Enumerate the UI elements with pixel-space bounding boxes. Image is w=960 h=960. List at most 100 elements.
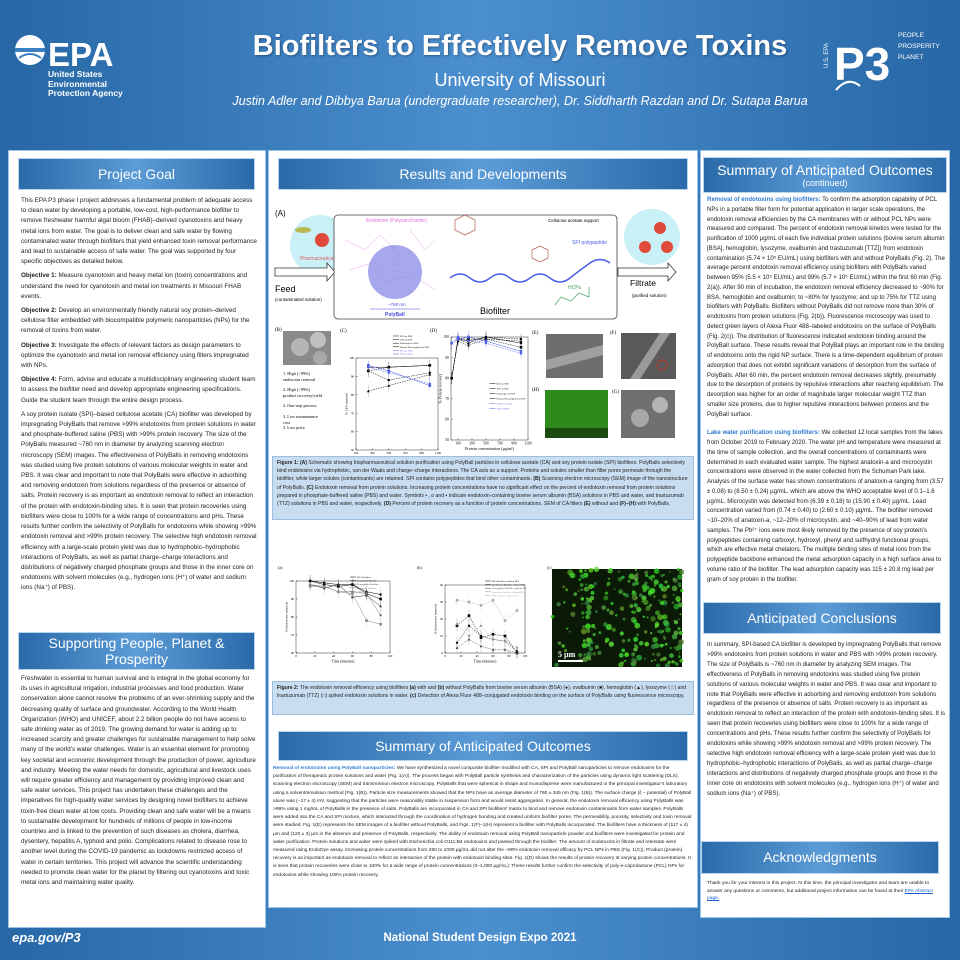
fluorescence-speckle	[676, 567, 680, 571]
fluorescence-speckle	[645, 585, 650, 590]
data-point	[519, 337, 523, 341]
fluorescence-speckle	[619, 631, 624, 636]
fluorescence-speckle	[573, 592, 578, 597]
panel-label-b-small: (b)	[417, 565, 422, 570]
fluorescence-speckle	[581, 611, 585, 615]
fluorescence-speckle	[572, 603, 576, 607]
fluorescence-speckle	[619, 606, 625, 611]
supporting-text: Freshwater is essential to human surviva…	[21, 674, 257, 892]
fluorescence-speckle	[660, 573, 664, 578]
data-point	[367, 366, 370, 369]
fluorescence-speckle	[677, 618, 680, 621]
molecule-icon	[454, 214, 549, 263]
plot-frame	[355, 357, 439, 451]
fluorescence-speckle	[653, 658, 657, 662]
epa-abstract-link[interactable]: EPA Abstract page.	[707, 888, 933, 902]
data-point	[379, 597, 382, 601]
fluorescence-speckle	[550, 614, 555, 619]
legend-label: BSA in PBS	[400, 335, 413, 338]
fluorescence-speckle	[606, 608, 610, 612]
fluorescence-speckle	[585, 583, 588, 586]
data-point	[515, 609, 519, 612]
caption-segment: The endotoxin removal efficiency using b…	[298, 685, 410, 691]
fluorescence-speckle	[563, 601, 566, 604]
fluorescence-speckle	[631, 657, 636, 663]
fluorescence-speckle	[661, 586, 668, 592]
fluorescence-speckle	[635, 596, 638, 599]
x-tick-label: 100	[354, 451, 359, 455]
p3-side-text: U.S. EPA	[824, 43, 830, 68]
fluorescence-speckle	[585, 614, 590, 620]
fluorescence-speckle	[672, 594, 675, 596]
legend-label: BSA in H2O	[400, 349, 413, 352]
fluorescence-speckle	[678, 630, 684, 636]
fluorescence-speckle	[655, 663, 660, 667]
fluorescence-speckle	[590, 590, 595, 595]
y-tick-label: 100	[289, 579, 294, 583]
pharmaceuticals-label: Pharmaceuticals	[300, 256, 337, 262]
spi-polypeptide-icon	[449, 258, 611, 283]
caption-segment: without and	[590, 501, 620, 508]
goal-intro: This EPA P3 phase I project addresses a …	[21, 197, 257, 266]
outcomes-lead: Removal of endotoxins using PolyBall nan…	[273, 766, 396, 771]
polyball-sphere	[368, 245, 422, 299]
fluorescence-speckle	[674, 620, 679, 625]
fluorescence-speckle	[581, 642, 588, 649]
fluorescence-speckle	[582, 625, 586, 629]
legend-label: Lysozyme Biofilter without NPs	[492, 591, 524, 594]
fluorescence-speckle	[570, 611, 576, 617]
fluorescence-speckle	[568, 630, 571, 633]
objective-4: Objective 4: Form, advise and educate a …	[21, 375, 257, 406]
acknowledgments-title: Acknowledgments	[763, 849, 877, 866]
fluorescence-speckle	[664, 663, 670, 667]
data-point	[379, 614, 382, 617]
conclusions-header: Anticipated Conclusions	[703, 602, 941, 634]
fluorescence-speckle	[634, 580, 639, 586]
fluorescence-speckle	[627, 579, 631, 583]
x-tick-label: 100	[523, 654, 528, 658]
caption-segment: (b)	[437, 685, 445, 691]
data-point	[455, 599, 459, 602]
data-point	[428, 382, 431, 385]
fluorescence-speckle	[669, 647, 672, 650]
fluorescence-speckle	[680, 588, 684, 593]
caption-segment: (C)	[306, 484, 314, 491]
fluorescence-speckle	[597, 650, 602, 655]
x-tick-label: 300	[469, 442, 475, 446]
fluorescence-speckle	[647, 605, 650, 608]
data-point	[336, 583, 340, 586]
legend-label: Human Haemoglobin in PBS	[400, 346, 430, 349]
fluorescence-speckle	[611, 627, 616, 632]
project-goal-title: Project Goal	[97, 165, 176, 182]
hcp-molecule-icon	[554, 287, 590, 306]
benefit-item-continued: product recovery/yield	[283, 393, 323, 398]
series-line	[310, 580, 381, 600]
objective-text: Form, advise and educate a multidiscipli…	[21, 376, 256, 404]
data-point	[515, 646, 519, 650]
fluorescence-speckle	[634, 622, 641, 629]
virus-icon	[315, 233, 329, 247]
figure-1-caption: Figure 1: (A) Schematic showing biopharm…	[272, 456, 694, 520]
data-point	[455, 646, 459, 649]
y-tick-label: 30	[440, 600, 444, 604]
caption-segment: Percent of protein recovery as a functio…	[391, 501, 584, 508]
fluorescence-speckle	[578, 653, 583, 658]
fluorescence-speckle	[609, 610, 614, 615]
data-point	[351, 583, 354, 586]
filtrate-label: Filtrate	[630, 278, 656, 288]
panel-label-e: (E)	[532, 331, 539, 336]
fluorescence-speckle	[643, 630, 648, 634]
data-point	[479, 624, 483, 627]
fluorescence-speckle	[638, 641, 644, 646]
data-point	[467, 600, 471, 604]
y-tick-label: 60	[291, 651, 295, 655]
series-line	[310, 584, 381, 616]
results-header: Results and Developments	[278, 158, 688, 190]
fluorescence-speckle	[662, 614, 668, 620]
project-goal-header: Project Goal	[18, 158, 255, 190]
footer-url[interactable]: epa.gov/P3	[12, 930, 81, 945]
data-point	[456, 335, 460, 339]
fluorescence-speckle	[584, 569, 587, 572]
fluorescence-speckle	[561, 644, 565, 648]
fluorescence-speckle	[636, 633, 639, 637]
